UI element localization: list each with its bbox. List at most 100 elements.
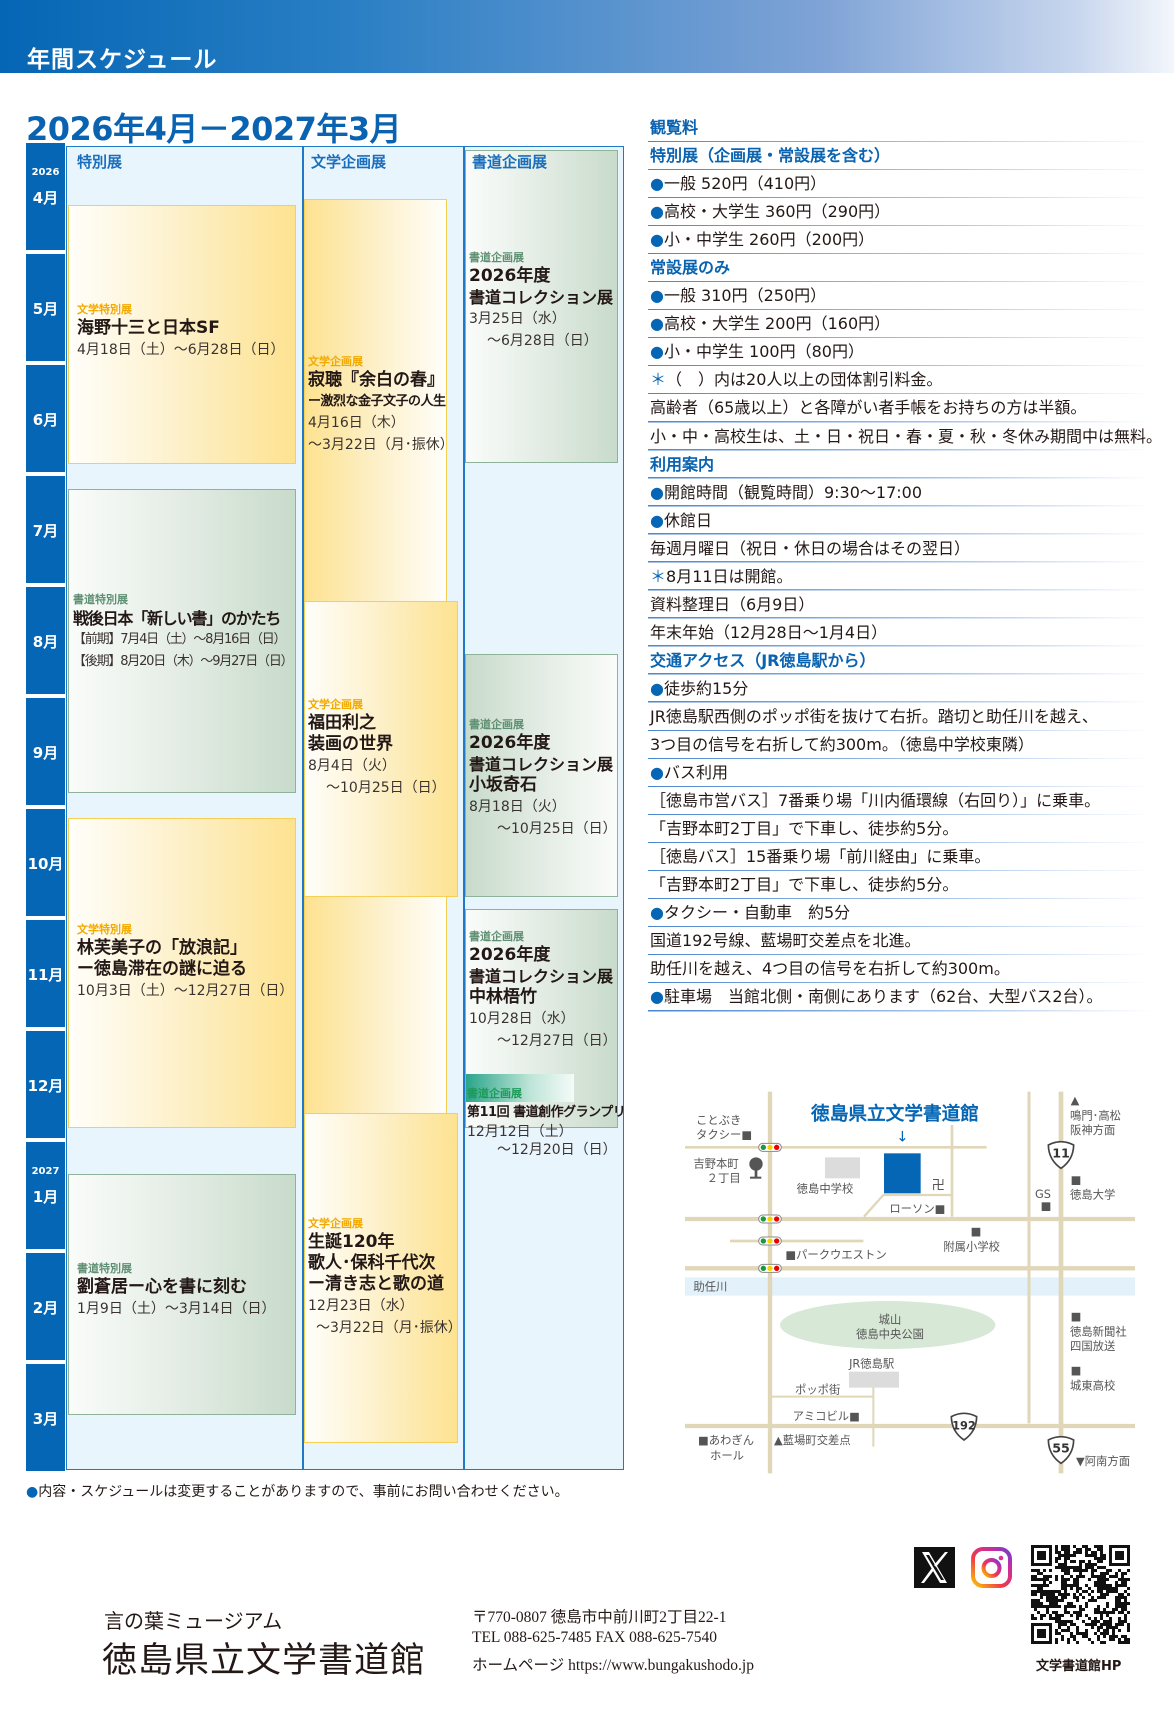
event-title: 生誕120年 <box>308 1232 395 1252</box>
access-map: 徳島県立文学書道館 ↓ ことぶき タクシー■ 吉野本町 ２丁目 徳島中学校 卍 … <box>685 1091 1135 1474</box>
temple-icon: 卍 <box>932 1177 945 1193</box>
info-row-plain: ［徳島バス］15番乗り場「前川経由」に乗車。 <box>648 843 1152 872</box>
asterisk-icon: ＊ <box>650 370 667 390</box>
route-55-label: 55 <box>1052 1441 1070 1456</box>
event-dates: 4月18日（土）～6月28日（日） <box>77 342 285 358</box>
event-dates: 【前期】7月4日（土）～8月16日（日） <box>73 632 287 647</box>
event-kosaka-text: 書道企画展 2026年度 書道コレクション展 小坂奇石 8月18日（火） ～10… <box>469 716 617 840</box>
map-label: ２丁目 <box>707 1171 741 1185</box>
map-label: ■ <box>1071 1172 1082 1186</box>
event-dates: 8月4日（火） <box>308 758 396 774</box>
homepage-link[interactable]: ホームページ https://www.bungakushodo.jp <box>472 1657 754 1674</box>
event-dates: 4月16日（木） <box>308 415 405 431</box>
month-label: 5月 <box>32 300 59 318</box>
event-title: 戦後日本「新しい書」のかたち <box>73 609 281 628</box>
map-label: ▲藍場町交差点 <box>774 1433 851 1447</box>
month-11: 2月 <box>26 1253 65 1360</box>
event-title: 歌人･保科千代次 <box>308 1253 436 1273</box>
info-row-bullet: ●タクシー・自動車 約5分 <box>648 899 1152 928</box>
info-panel: 観覧料特別展（企画展・常設展を含む）●一般 520円（410円）●高校・大学生 … <box>648 114 1162 1012</box>
event-grandprix-text: 書道企画展 第11回 書道創作グランプリ 12月12日（土） ～12月20日（日… <box>467 1085 626 1159</box>
info-text: 「吉野本町2丁目」で下車し、徒歩約5分。 <box>650 875 959 895</box>
info-row-plain: 高齢者（65歳以上）と各障がい者手帳をお持ちの方は半額。 <box>648 394 1152 423</box>
info-text: 助任川を越え、4つ目の信号を右折して約300m。 <box>650 959 1010 979</box>
map-label: 阪神方面 <box>1070 1123 1115 1137</box>
info-text: 8月11日は開館。 <box>666 566 793 586</box>
event-dates: 【後期】8月20日（木）～9月27日（日） <box>73 654 294 669</box>
event-title: 書道コレクション展 <box>469 967 614 986</box>
x-logo-icon[interactable] <box>914 1547 955 1588</box>
event-title: 2026年度 <box>469 945 551 965</box>
park-area <box>780 1301 996 1349</box>
map-label: ■ <box>1071 1363 1082 1377</box>
info-row-head: 観覧料 <box>648 114 1152 143</box>
school-building <box>825 1157 860 1179</box>
event-hayashi-text: 文学特別展 林芙美子の「放浪記」 ー徳島滞在の謎に迫る 10月3日（土）～12月… <box>77 921 293 1002</box>
event-dates: ～10月25日（日） <box>497 821 617 837</box>
info-row-plain: 国道192号線、藍場町交差点を北進。 <box>648 927 1152 956</box>
info-text: （ ）内は20人以上の団体割引料金。 <box>666 370 943 390</box>
info-text: 小・中学生 260円（200円） <box>663 230 875 250</box>
info-text: 徒歩約15分 <box>663 678 749 698</box>
info-row-plain: 3つ目の信号を右折して約300m。（徳島中学校東隣） <box>648 731 1152 760</box>
note-text: 内容・スケジュールは変更することがありますので、事前にお問い合わせください。 <box>38 1484 569 1500</box>
event-title: 2026年度 <box>469 733 551 753</box>
river-label: 助任川 <box>693 1280 727 1294</box>
info-text: ［徳島バス］15番乗り場「前川経由」に乗車。 <box>650 847 991 867</box>
route-shield-icon <box>950 1140 1075 1465</box>
map-label: ▲ <box>1071 1093 1080 1107</box>
museum-label: 徳島県立文学書道館 <box>810 1103 979 1125</box>
info-text: 毎週月曜日（祝日・休日の場合はその翌日） <box>650 538 971 558</box>
event-ryu <box>68 1174 296 1415</box>
info-row-bullet: ●高校・大学生 200円（160円） <box>648 310 1152 339</box>
event-jakucho-text: 文学企画展 寂聴『余白の春』 ー激烈な金子文子の人生 4月16日（木） ～3月2… <box>308 353 454 456</box>
info-text: 一般 520円（410円） <box>663 174 827 194</box>
station-building <box>849 1371 899 1388</box>
bullet-icon: ● <box>650 174 664 194</box>
event-fukuda <box>304 601 458 897</box>
map-label: 附属小学校 <box>943 1240 1000 1254</box>
roads <box>685 1091 1135 1474</box>
map-label: ■ <box>971 1224 982 1238</box>
asterisk-icon: ＊ <box>650 566 667 586</box>
info-row-plain: 助任川を越え、4つ目の信号を右折して約300m。 <box>648 955 1152 984</box>
column-header-literature: 文学企画展 <box>311 153 387 171</box>
map-label: 徳島中央公園 <box>856 1327 924 1341</box>
month-3: 6月 <box>26 365 65 472</box>
map-label: アミコビル■ <box>793 1409 860 1423</box>
instagram-icon[interactable] <box>971 1547 1012 1588</box>
month-8: 11月 <box>26 920 65 1027</box>
bullet-icon: ● <box>26 1484 39 1500</box>
event-subtitle: ー激烈な金子文子の人生 <box>308 394 446 409</box>
event-title: 装画の世界 <box>308 734 393 754</box>
month-label: 7月 <box>32 522 59 540</box>
map-label: 四国放送 <box>1070 1339 1115 1353</box>
event-dates: ～10月25日（日） <box>326 780 446 796</box>
info-text: JR徳島駅西側のポッポ街を抜けて右折。踏切と助任川を越え、 <box>650 706 1098 726</box>
info-text: 高校・大学生 360円（290円） <box>663 202 891 222</box>
info-text: 高齢者（65歳以上）と各障がい者手帳をお持ちの方は半額。 <box>650 398 1087 418</box>
bus-stop-icon <box>749 1157 763 1179</box>
info-text: 高校・大学生 200円（160円） <box>663 314 891 334</box>
info-row-head: 特別展（企画展・常設展を含む） <box>648 142 1152 171</box>
info-text: 「吉野本町2丁目」で下車し、徒歩約5分。 <box>650 819 959 839</box>
event-title: 寂聴『余白の春』 <box>308 370 444 390</box>
info-row-bullet: ●開館時間（観覧時間）9:30～17:00 <box>648 478 1152 507</box>
bullet-icon: ● <box>650 230 664 250</box>
year-label: 2027 <box>31 1166 60 1177</box>
map-label: ■ <box>1071 1309 1082 1323</box>
event-category: 文学企画展 <box>308 698 363 711</box>
map-label: ローソン■ <box>889 1202 945 1216</box>
event-dates: 8月18日（火） <box>469 799 566 815</box>
event-title: 福田利之 <box>308 713 376 733</box>
info-text: ［徳島市営バス］7番乗り場「川内循環線（右回り）」に乗車。 <box>650 791 1101 811</box>
bullet-icon: ● <box>650 342 664 362</box>
map-label: GS <box>1035 1187 1051 1201</box>
info-row-bullet: ●小・中学生 100円（80円） <box>648 338 1152 367</box>
column-divider <box>302 147 304 1469</box>
info-row-bullet: ●小・中学生 260円（200円） <box>648 226 1152 255</box>
qr-code[interactable] <box>1031 1545 1130 1644</box>
event-dates: ～3月22日（月･振休） <box>316 1320 462 1336</box>
map-label: 鳴門･高松 <box>1070 1108 1121 1122</box>
info-text: 駐車場 当館北側・南側にあります（62台、大型バス2台）。 <box>663 987 1103 1007</box>
